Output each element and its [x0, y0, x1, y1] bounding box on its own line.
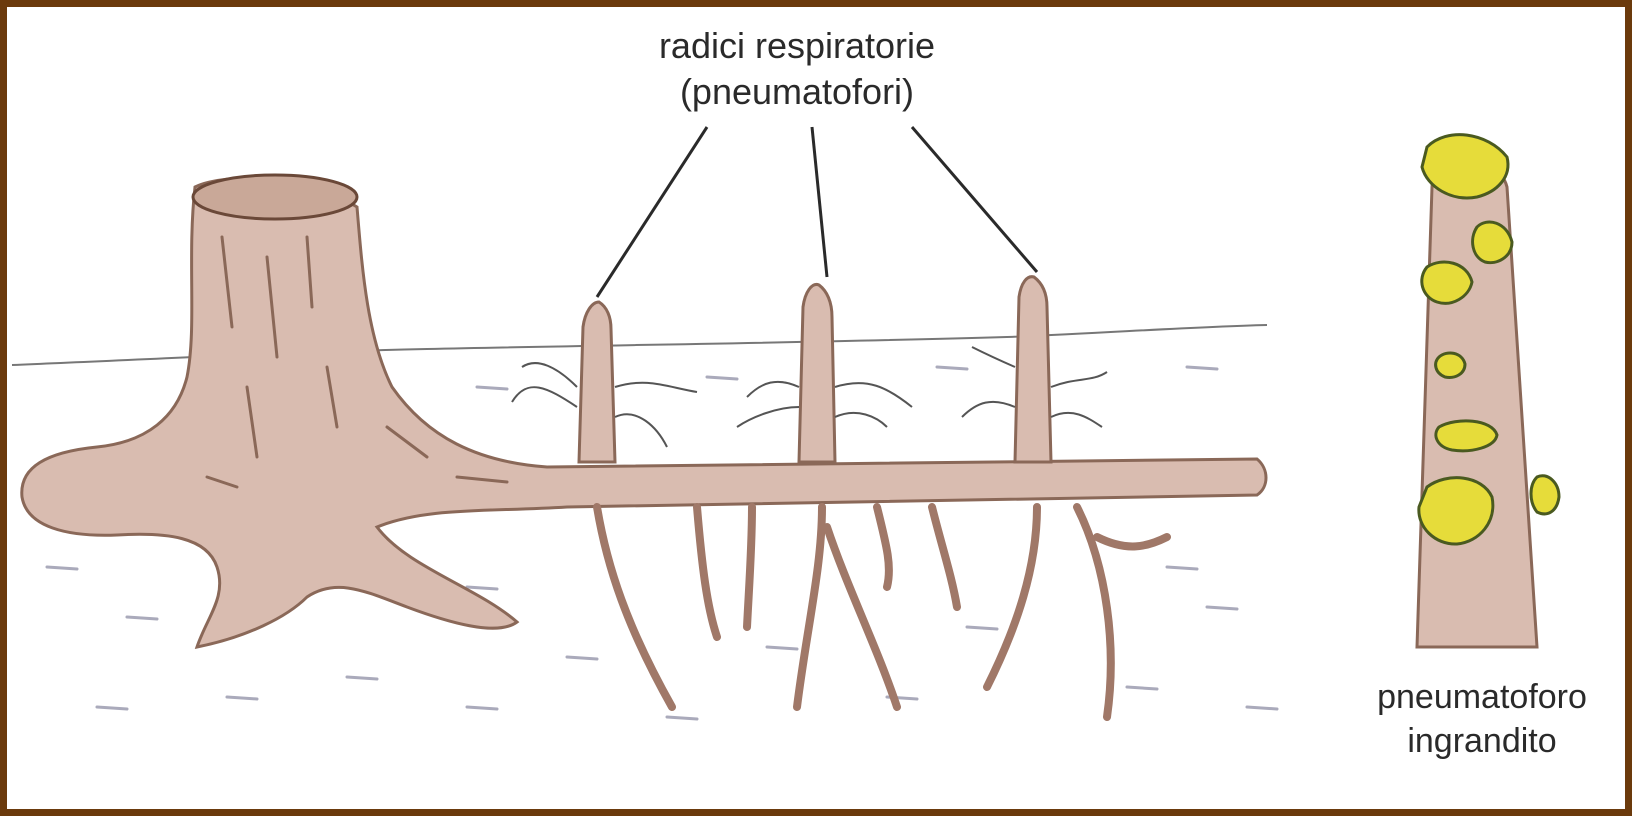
pneumatophore-3 [962, 277, 1107, 462]
label-leader-lines [597, 127, 1037, 297]
pneumatophore-2 [737, 284, 912, 462]
enlarged-pneumatophore-label: pneumatoforo ingrandito [1337, 675, 1627, 763]
enlarged-label-line2: ingrandito [1337, 719, 1627, 763]
pneumatophores-label: radici respiratorie (pneumatofori) [587, 23, 1007, 115]
underground-roots [597, 507, 1167, 717]
enlarged-label-line1: pneumatoforo [1337, 675, 1627, 719]
pneumatophores-label-line1: radici respiratorie [659, 25, 935, 66]
enlarged-pneumatophore [1417, 135, 1559, 647]
pneumatophores-label-line2: (pneumatofori) [680, 71, 914, 112]
tree-stump [22, 175, 1266, 647]
pneumatophore-1 [512, 302, 697, 462]
